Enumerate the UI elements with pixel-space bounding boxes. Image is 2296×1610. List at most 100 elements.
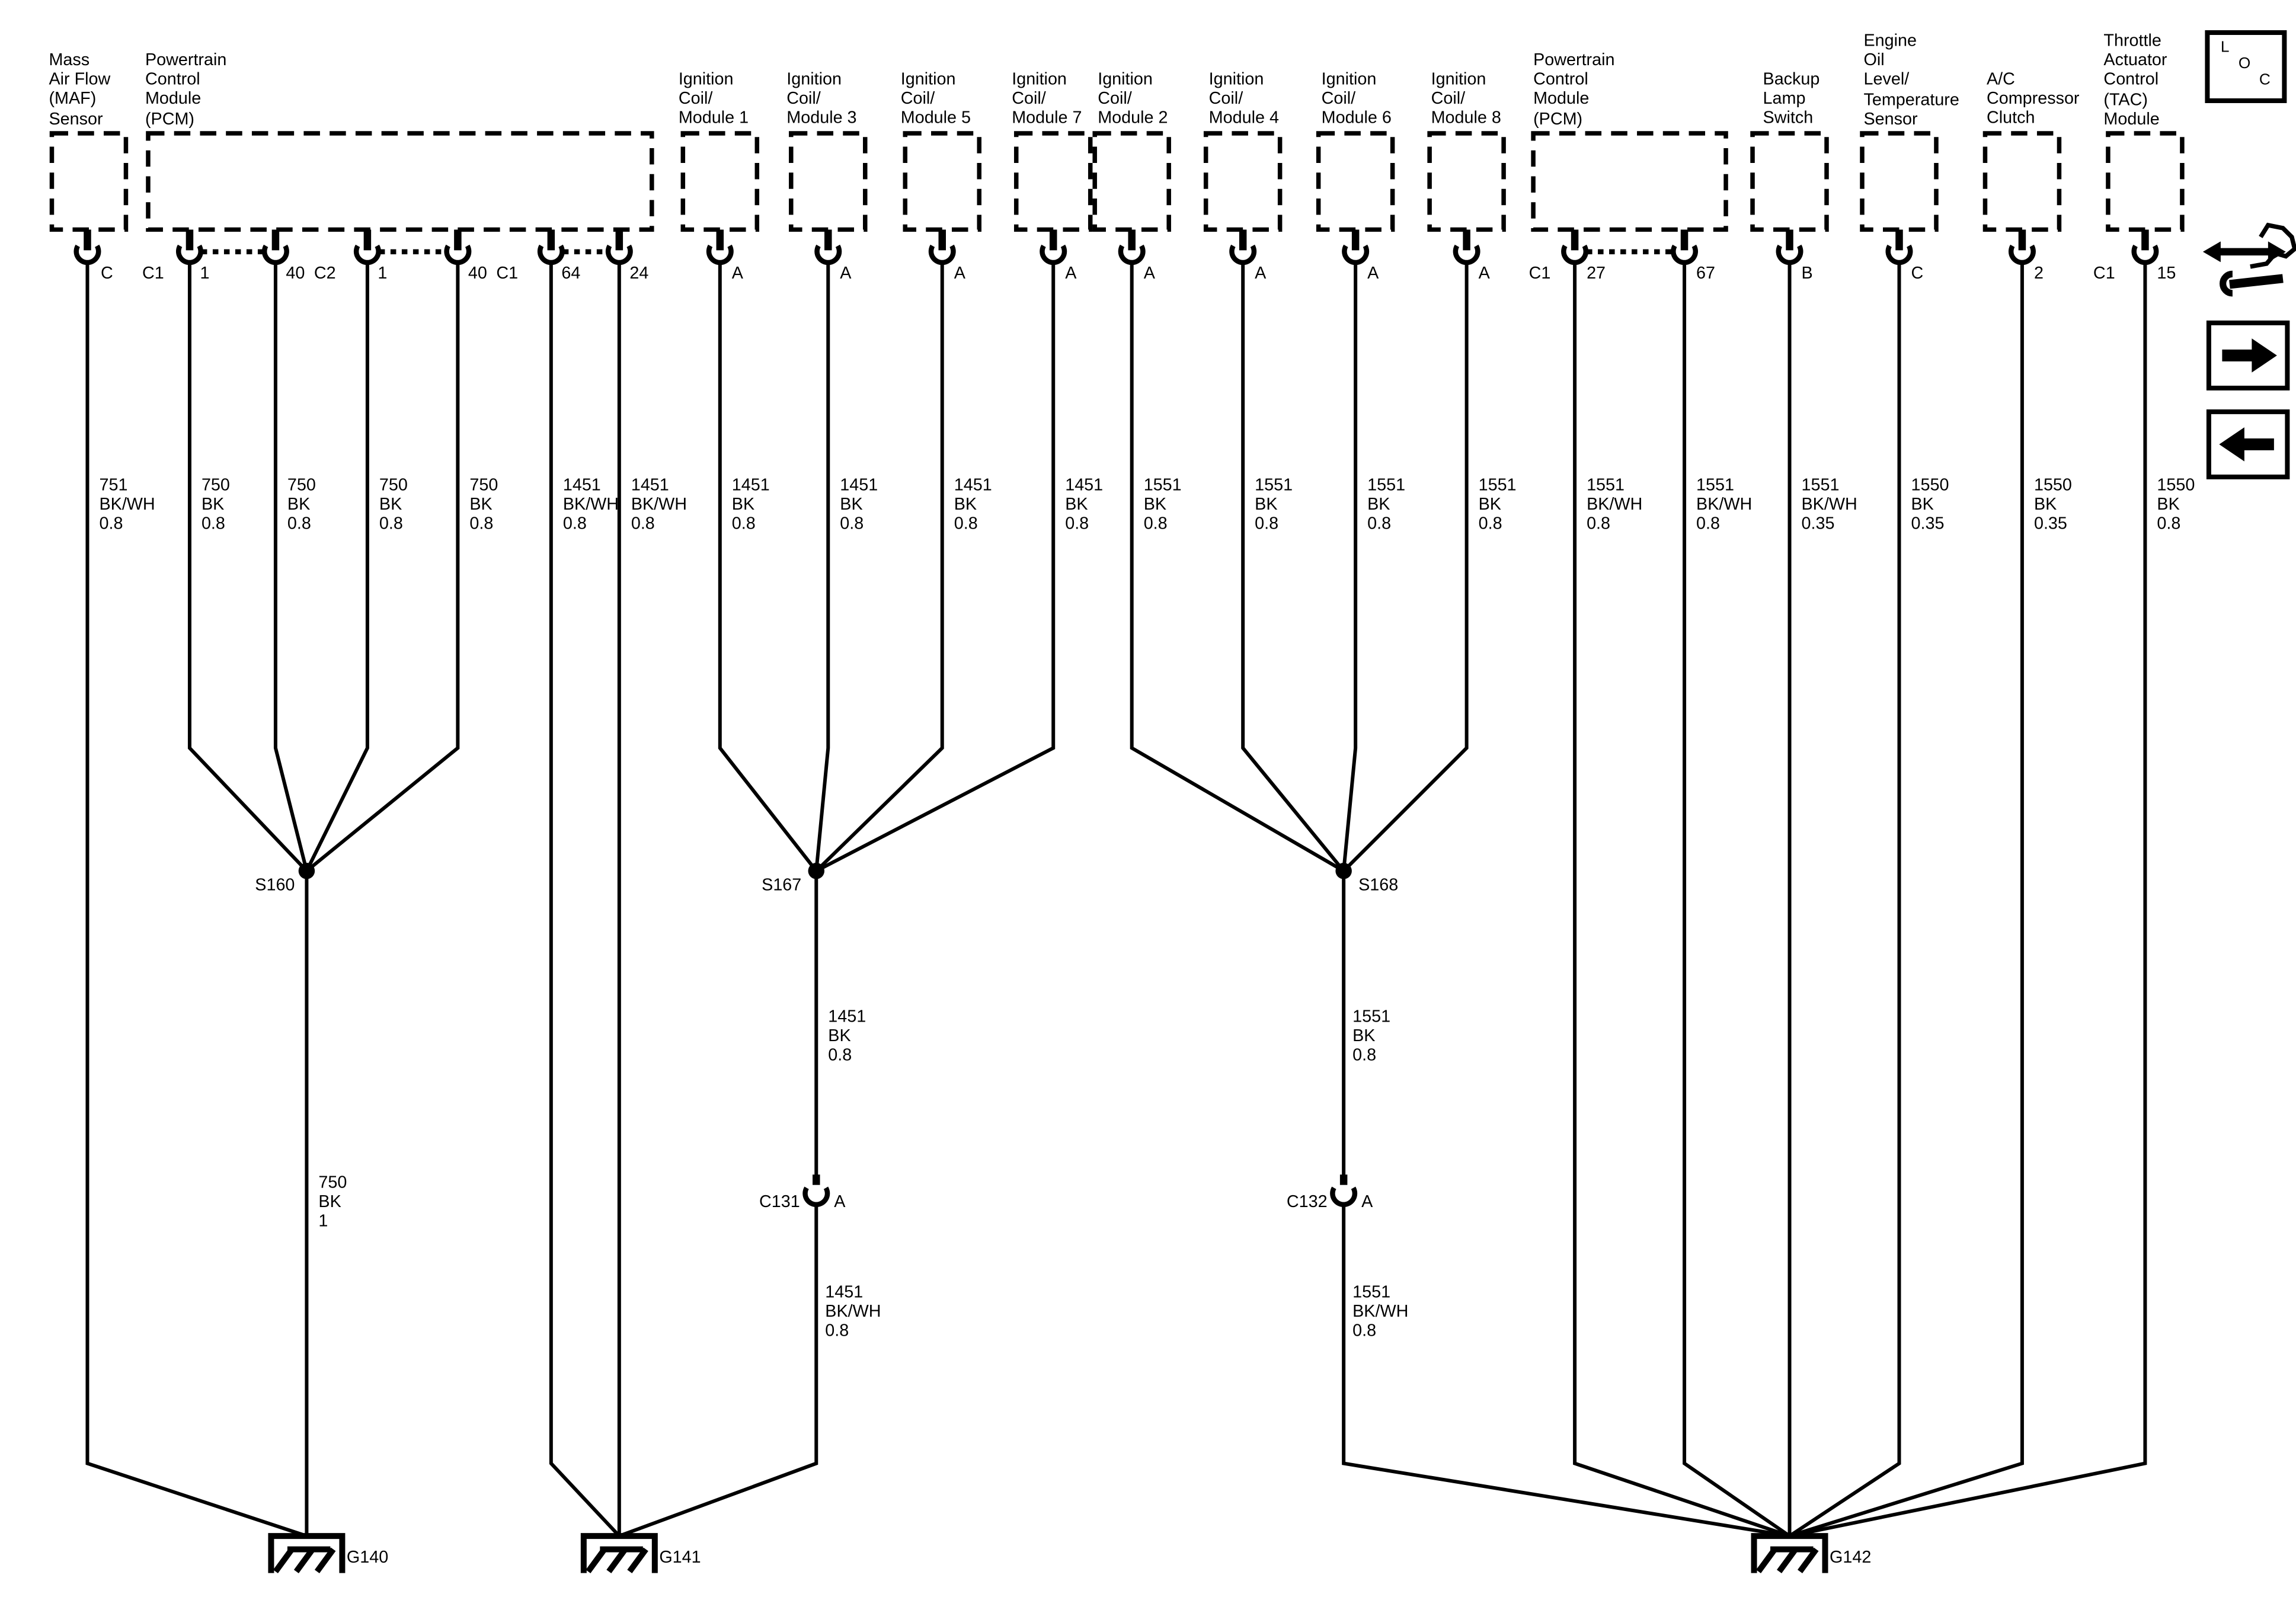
loc-letter-c: C — [2259, 71, 2271, 89]
inline-connector-pin-label: A — [834, 1193, 846, 1212]
wire-label: 1451 BK/WH 0.8 — [562, 476, 619, 534]
ground-hatch — [606, 1547, 628, 1574]
ground-label-g140: G140 — [346, 1549, 389, 1567]
pin-label: C1 — [496, 265, 519, 283]
component-box — [680, 131, 760, 232]
wire-label: 1451 BK/WH 0.8 — [825, 1284, 881, 1342]
pin-label: A — [954, 265, 965, 283]
wire — [1342, 262, 1358, 872]
component-label-ign-coil-5: Ignition Coil/ Module 5 — [900, 71, 971, 128]
wire — [1573, 262, 1790, 1538]
wrench-icon-handle — [2229, 274, 2284, 289]
wire — [1342, 1205, 1790, 1538]
component-box — [1750, 131, 1829, 232]
pin-label: 2 — [2033, 265, 2044, 283]
ground-hatch — [586, 1547, 607, 1574]
component-label-ign-coil-1: Ignition Coil/ Module 1 — [678, 71, 749, 128]
ground-hatch — [1797, 1547, 1819, 1574]
inline-connector-icon — [1330, 1186, 1358, 1208]
pin-label: 40 — [468, 265, 487, 283]
component-label-ign-coil-4: Ignition Coil/ Module 4 — [1208, 71, 1279, 128]
wire-label: 1551 BK 0.8 — [1367, 476, 1406, 534]
component-label-ign-coil-3: Ignition Coil/ Module 3 — [786, 71, 857, 128]
pin-label: A — [1367, 265, 1379, 283]
ground-symbol — [580, 1533, 658, 1573]
component-label-oil-sensor: Engine Oil Level/ Temperature Sensor — [1863, 32, 1959, 129]
pin-label: A — [1255, 265, 1267, 283]
wire-label: 751 BK/WH 0.8 — [99, 476, 155, 534]
pin-label: 40 — [286, 265, 305, 283]
pin-label: 67 — [1696, 265, 1716, 283]
ground-label-g141: G141 — [659, 1549, 701, 1567]
wire-label: 1551 BK 0.8 — [1352, 1009, 1391, 1066]
wire-label: 1551 BK/WH 0.8 — [1696, 476, 1753, 534]
splice-label-s160: S160 — [255, 876, 295, 895]
wire-label: 750 BK 0.8 — [469, 476, 498, 534]
ground-hatch — [627, 1547, 648, 1574]
wire — [1241, 262, 1345, 872]
inline-connector-stub — [813, 1174, 820, 1185]
wire — [1342, 262, 1469, 872]
ground-label-g142: G142 — [1830, 1549, 1872, 1567]
wire — [814, 262, 830, 872]
wire-label: 1551 BK/WH 0.8 — [1587, 476, 1643, 534]
wire — [1130, 262, 1345, 873]
inline-connector-stub — [1339, 1174, 1348, 1185]
component-box — [1427, 131, 1506, 232]
component-label-ign-coil-2: Ignition Coil/ Module 2 — [1098, 71, 1168, 128]
component-box — [1316, 131, 1395, 232]
inline-connector-pin-label: A — [1361, 1193, 1373, 1212]
inline-connector-label: C131 — [759, 1193, 800, 1212]
wire — [1789, 262, 2147, 1538]
loc-icon[interactable] — [2205, 30, 2287, 103]
inline-connector-label: C132 — [1286, 1193, 1328, 1212]
ground-symbol — [268, 1533, 346, 1573]
pin-label: C1 — [2093, 265, 2115, 283]
ground-hatch — [273, 1547, 295, 1574]
pin-label: 27 — [1587, 265, 1606, 283]
ground-hatch — [293, 1547, 315, 1574]
component-box — [2106, 131, 2185, 232]
wire-label: 750 BK 0.8 — [379, 476, 408, 534]
wire-label: 1551 BK/WH 0.8 — [1352, 1284, 1409, 1342]
wiring-tools-icon-arrowhead-left — [2202, 241, 2221, 263]
loc-letter-l: L — [2220, 38, 2230, 56]
pin-label: C1 — [142, 265, 164, 283]
wire — [273, 262, 309, 872]
inline-connector-icon — [802, 1186, 830, 1208]
component-label-pcm-2: Powertrain Control Module (PCM) — [1533, 52, 1615, 129]
wire — [815, 262, 1056, 873]
pin-label: A — [840, 265, 852, 283]
pin-label: 24 — [629, 265, 649, 283]
splice-label-s167: S167 — [762, 876, 802, 895]
pin-label: A — [1478, 265, 1490, 283]
pin-label: C — [100, 265, 113, 283]
component-label-backup-lamp: Backup Lamp Switch — [1763, 71, 1820, 128]
component-label-tac: Throttle Actuator Control (TAC) Module — [2103, 32, 2167, 129]
component-box — [1982, 131, 2062, 232]
pin-label: 15 — [2157, 265, 2176, 283]
wire-label: 1451 BK 0.8 — [731, 476, 770, 534]
wire — [718, 262, 818, 872]
component-box — [1531, 131, 1728, 232]
pin-label: 64 — [561, 265, 581, 283]
ground-hatch — [314, 1547, 336, 1574]
left-arrow-icon — [2219, 427, 2274, 462]
wire-label: 1451 BK 0.8 — [828, 1009, 866, 1066]
wire-label: 1551 BK 0.8 — [1143, 476, 1182, 534]
wire — [815, 262, 944, 872]
wrench-icon-jaw — [2220, 270, 2233, 297]
component-box — [903, 131, 981, 232]
component-box — [789, 131, 868, 232]
component-label-pcm: Powertrain Control Module (PCM) — [145, 52, 227, 129]
ground-hatch — [1776, 1547, 1798, 1574]
wire — [618, 1205, 818, 1538]
wire — [187, 262, 308, 872]
pin-label: A — [1143, 265, 1155, 283]
component-label-ign-coil-7: Ignition Coil/ Module 7 — [1012, 71, 1082, 128]
wire-label: 1550 BK 0.8 — [2157, 476, 2195, 534]
loc-letter-o: O — [2238, 55, 2251, 73]
wire-label: 1551 BK 0.8 — [1255, 476, 1293, 534]
component-box — [49, 131, 129, 232]
